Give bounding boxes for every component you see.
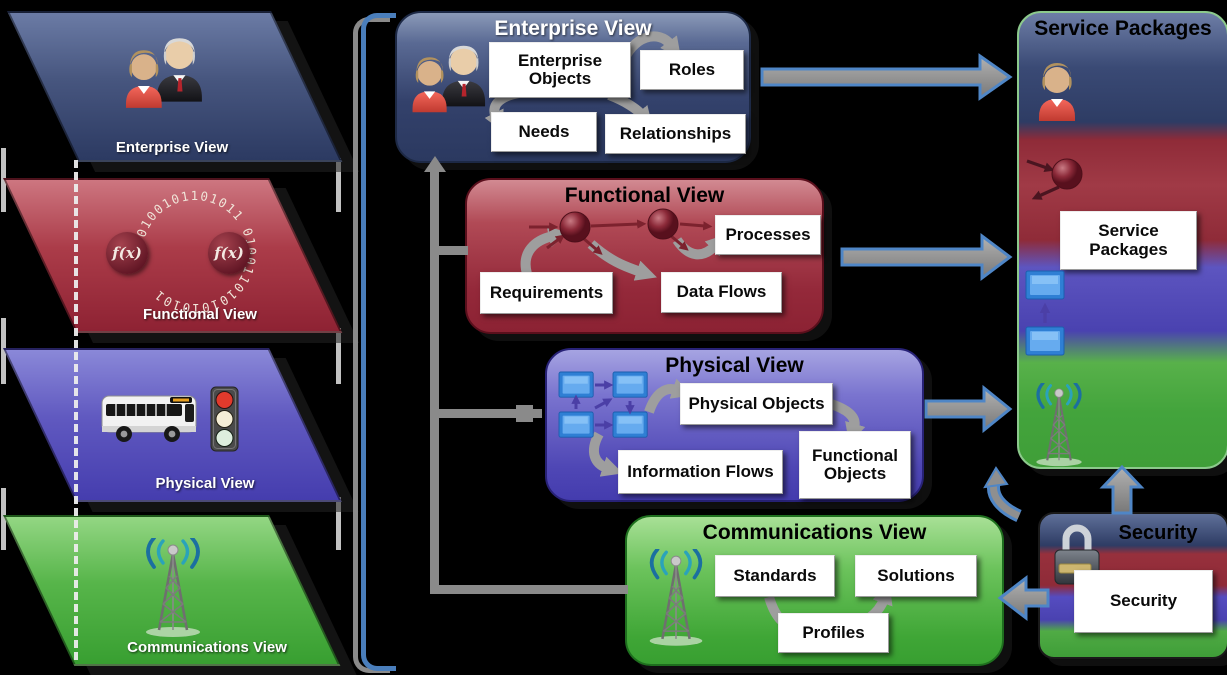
physical-objects-box: Physical Objects: [680, 383, 833, 425]
functional-objects-box: Functional Objects: [799, 431, 911, 499]
communications-view-box: Communications View Standards Solutions …: [625, 515, 1004, 666]
security-box: Security: [1074, 570, 1213, 633]
tree-arrowhead-up: [424, 156, 446, 172]
security-panel: Security Security: [1038, 512, 1227, 659]
layer-pillar: [336, 158, 341, 212]
arrow-physical-to-service-packages: [924, 384, 1013, 434]
requirements-box: Requirements: [480, 272, 613, 314]
physical-node-square: [612, 411, 648, 438]
data-flows-box: Data Flows: [661, 272, 782, 313]
profiles-box: Profiles: [778, 613, 889, 653]
group-bracket: [361, 13, 396, 671]
roles-box: Roles: [640, 50, 744, 90]
tree-branch-functional: [430, 246, 468, 255]
solutions-box: Solutions: [855, 555, 977, 597]
service-packages-title: Service Packages: [1034, 17, 1212, 40]
physical-view-box: Physical View Physical Objects Informati…: [545, 348, 924, 502]
fx-badge-left: f(x): [106, 232, 148, 274]
service-packages-box: Service Packages: [1060, 211, 1197, 270]
functional-view-box: Functional View Requirements Processes D…: [465, 178, 824, 334]
people-pair-icon: [116, 30, 206, 112]
arrow-functional-to-service-packages: [840, 233, 1013, 281]
functional-graphics: [520, 208, 727, 281]
service-packages-panel: Service Packages Service Packages: [1017, 11, 1227, 469]
physical-plane-label: Physical View: [155, 475, 255, 492]
physical-node-square: [558, 411, 594, 438]
traffic-light-icon: [210, 386, 239, 452]
enterprise-view-box: Enterprise View Enterprise Objects Roles…: [395, 11, 751, 163]
stacked-squares-icon: [1025, 270, 1065, 356]
process-sphere: [647, 208, 679, 240]
functional-view-title: Functional View: [564, 184, 725, 207]
layer-pillar: [1, 488, 6, 550]
tree-branch-communications: [430, 585, 628, 594]
bus-icon: [101, 395, 197, 443]
processes-box: Processes: [715, 215, 821, 255]
antenna-icon: [647, 549, 705, 647]
physical-graphics: [558, 371, 866, 477]
tree-vertical-line: [430, 171, 439, 594]
people-pair-icon: [403, 37, 489, 117]
fx-badge-right: f(x): [208, 232, 250, 274]
security-title: Security: [1118, 522, 1198, 544]
antenna-icon: [1034, 383, 1084, 467]
communications-plane-label: Communications View: [127, 639, 287, 656]
layer-pillar: [336, 328, 341, 384]
plumb-dashed-line: [74, 160, 78, 660]
enterprise-plane-label: Enterprise View: [115, 139, 229, 156]
tree-branch-physical: [430, 409, 542, 418]
relationships-box: Relationships: [605, 114, 746, 154]
arrow-enterprise-to-service-packages: [760, 53, 1013, 101]
needs-box: Needs: [491, 112, 597, 152]
antenna-icon: [144, 538, 202, 638]
woman-icon: [1039, 63, 1075, 121]
process-sphere: [559, 211, 591, 243]
communications-view-title: Communications View: [702, 521, 927, 544]
arrow-security-to-service-packages: [1099, 464, 1145, 515]
enterprise-objects-box: Enterprise Objects: [489, 42, 631, 98]
functional-plane-label: Functional View: [143, 306, 257, 323]
enterprise-view-title: Enterprise View: [494, 17, 652, 40]
arrow-communications-to-service-packages: [983, 466, 1022, 522]
layer-pillar: [336, 497, 341, 550]
physical-view-title: Physical View: [665, 354, 804, 377]
information-flows-box: Information Flows: [618, 450, 783, 494]
tree-branch-node: [516, 405, 533, 422]
standards-box: Standards: [715, 555, 835, 597]
sphere-with-arrows-icon: [1026, 158, 1083, 200]
